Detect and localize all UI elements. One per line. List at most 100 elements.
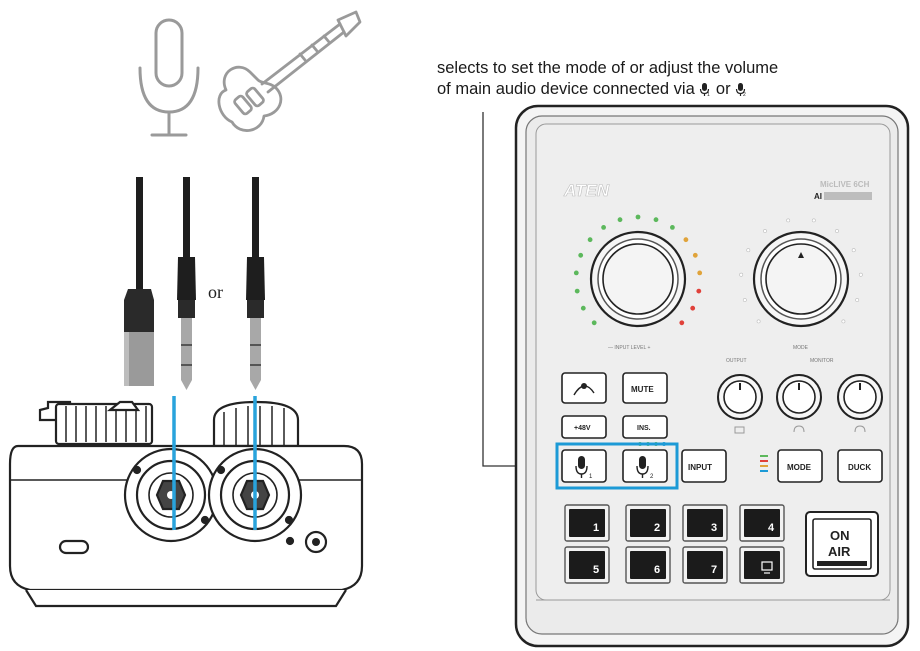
- pad-7-button[interactable]: 7: [682, 546, 728, 584]
- callout-caption: selects to set the mode of or adjust the…: [437, 58, 907, 100]
- mic-2-icon: 2: [636, 456, 654, 480]
- output-knob[interactable]: [717, 374, 763, 420]
- xlr-connector: [124, 289, 154, 332]
- mode-tick: [739, 272, 744, 277]
- level-led: [573, 270, 579, 276]
- level-led: [679, 320, 685, 326]
- mode-tick: [855, 298, 860, 302]
- input-level-knob[interactable]: [589, 230, 687, 328]
- pad-label: 4: [768, 522, 775, 534]
- combo-jack-1: [123, 447, 219, 543]
- mic-1-button[interactable]: 1: [561, 449, 607, 483]
- mode-knob[interactable]: [752, 230, 850, 328]
- mode-button[interactable]: MODE: [777, 449, 823, 483]
- pad-label: 7: [711, 564, 717, 576]
- monitor-knob-2[interactable]: [837, 374, 883, 420]
- mic-1-icon: 1: [700, 83, 710, 97]
- mode-tick: [851, 248, 856, 253]
- level-led: [591, 320, 597, 326]
- level-led: [690, 305, 696, 311]
- pad-4-button[interactable]: 4: [739, 504, 785, 542]
- svg-text:AIR: AIR: [828, 544, 851, 559]
- mic-2-button[interactable]: 2: [622, 449, 668, 483]
- model-ai: AI: [814, 192, 822, 201]
- mode-tick: [756, 319, 761, 324]
- monitor-output-icons: [734, 425, 866, 434]
- pad-2-button[interactable]: 2: [625, 504, 671, 542]
- pad-3-button[interactable]: 3: [682, 504, 728, 542]
- level-led: [692, 252, 698, 258]
- level-led: [653, 217, 659, 223]
- svg-text:+48V: +48V: [574, 425, 591, 432]
- pad-1-button[interactable]: 1: [564, 504, 610, 542]
- level-led: [697, 270, 703, 276]
- level-led: [587, 237, 593, 243]
- level-led: [578, 252, 584, 258]
- pad-5-button[interactable]: 5: [564, 546, 610, 584]
- trs-cable-right: [252, 177, 259, 257]
- pad-label: 1: [593, 522, 599, 534]
- svg-text:ON: ON: [830, 528, 850, 543]
- level-led: [683, 237, 689, 243]
- usb-c-port: [58, 539, 90, 555]
- pad-8-button[interactable]: [739, 546, 785, 584]
- input-button[interactable]: INPUT: [681, 449, 727, 483]
- output-label: OUTPUT: [726, 358, 747, 364]
- level-led: [580, 305, 586, 311]
- duck-button[interactable]: DUCK: [837, 449, 883, 483]
- svg-text:1: 1: [707, 92, 710, 97]
- level-led: [635, 214, 641, 220]
- svg-text:1: 1: [589, 474, 593, 480]
- level-led: [696, 288, 702, 294]
- mic-1-icon: 1: [575, 456, 593, 480]
- pad-grid: 1 2 3 4 5 6 7: [564, 504, 785, 584]
- svg-text:MUTE: MUTE: [631, 385, 654, 394]
- mode-tick: [742, 298, 747, 302]
- or-label: or: [208, 282, 223, 302]
- monitor-label: MONITOR: [810, 358, 834, 364]
- ai-denoise-button[interactable]: [561, 372, 607, 404]
- svg-text:INS.: INS.: [637, 425, 651, 432]
- caption-line-2: of main audio device connected via 1 or …: [437, 79, 907, 100]
- svg-text:2: 2: [650, 474, 654, 480]
- pad-label: 6: [654, 564, 660, 576]
- mode-ticks: [739, 218, 863, 324]
- caption-line-1: selects to set the mode of or adjust the…: [437, 59, 779, 77]
- mic-2-icon: 2: [736, 83, 746, 97]
- cables: [124, 177, 265, 390]
- device-front-view: [8, 400, 364, 608]
- mode-tick: [835, 229, 839, 233]
- inst-button[interactable]: INS.: [622, 415, 668, 439]
- mode-tick: [841, 319, 846, 324]
- controller-top-view: ATEN MicLIVE 6CH AI — INPUT LEVEL + MODE…: [514, 104, 910, 648]
- mute-button[interactable]: MUTE: [622, 372, 668, 404]
- mode-knob-label: MODE: [793, 345, 809, 351]
- input-level-leds: [573, 214, 703, 326]
- svg-text:MODE: MODE: [787, 463, 812, 472]
- pad-6-button[interactable]: 6: [625, 546, 671, 584]
- level-led: [574, 288, 580, 294]
- brand-logo: ATEN: [563, 181, 610, 200]
- pad-label: 5: [593, 564, 599, 576]
- level-led: [617, 217, 623, 223]
- pad-label: 2: [654, 522, 660, 534]
- phantom-power-button[interactable]: +48V: [561, 415, 607, 439]
- trs-cable-left: [183, 177, 190, 257]
- mode-tick: [811, 218, 816, 223]
- guitar-icon: [217, 10, 362, 132]
- screen-icon: [761, 561, 773, 574]
- input-level-label: — INPUT LEVEL +: [608, 345, 650, 351]
- on-air-button[interactable]: ON AIR: [805, 511, 879, 577]
- mode-tick: [763, 229, 767, 233]
- caption-line-2-prefix: of main audio device connected via: [437, 80, 700, 98]
- mode-leds: [760, 455, 768, 472]
- mode-tick: [858, 272, 863, 277]
- mic-select-highlight: [555, 442, 679, 490]
- mode-tick: [746, 248, 751, 253]
- monitor-knob-1[interactable]: [776, 374, 822, 420]
- mode-tick: [786, 218, 791, 223]
- svg-text:DUCK: DUCK: [848, 463, 871, 472]
- svg-text:2: 2: [743, 92, 746, 97]
- level-led: [601, 225, 606, 230]
